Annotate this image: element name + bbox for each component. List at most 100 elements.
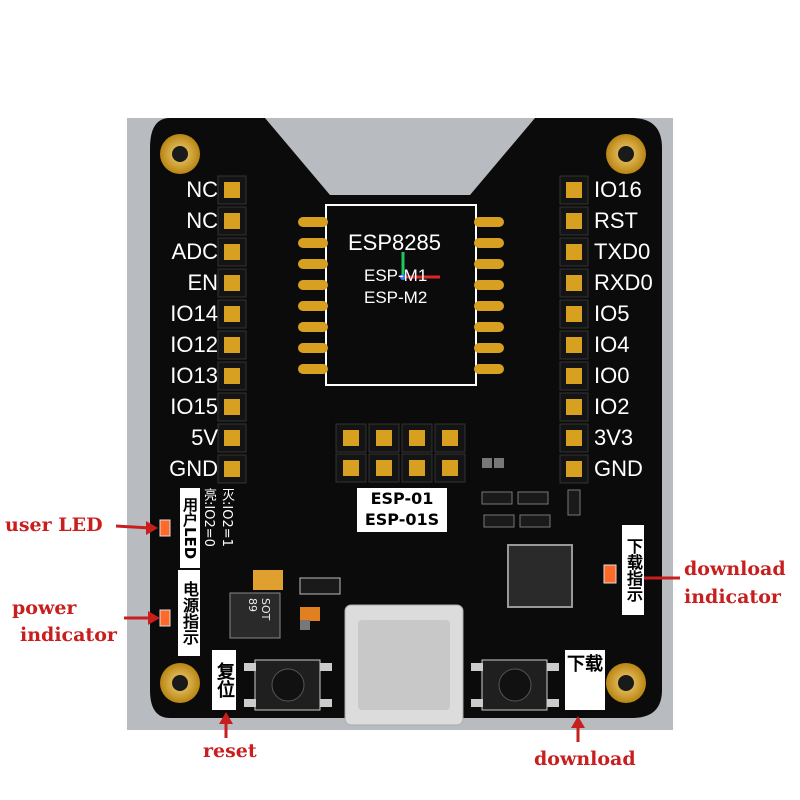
left-pin-label: 5V	[191, 425, 218, 450]
reset-button-silk: 复位	[212, 650, 236, 710]
right-pin-label: 3V3	[594, 425, 634, 450]
right-pin-label: IO2	[594, 394, 630, 419]
esp01-pin-pad	[409, 430, 425, 446]
usb-serial-chip	[507, 544, 573, 608]
callout-power-line1: power	[12, 597, 77, 619]
callout-power-line2: indicator	[20, 624, 117, 646]
left-pin	[217, 361, 247, 391]
mounting-hole-top-right	[606, 134, 646, 174]
esp01s-label: ESP-01S	[364, 510, 440, 529]
module-pad-left	[298, 301, 328, 311]
power-indicator-silk: 电源指示	[178, 570, 200, 656]
arrow-user-led	[115, 521, 158, 535]
esp01-pin-pad	[409, 460, 425, 476]
module-title: ESP8285	[348, 230, 441, 255]
module-pad-right	[474, 343, 504, 353]
left-pin-label: IO12	[170, 332, 218, 357]
arrow-reset	[219, 712, 233, 738]
right-pin-label: IO16	[594, 177, 642, 202]
esp01-pin-pad	[376, 460, 392, 476]
power-led	[159, 609, 171, 627]
right-pin	[559, 268, 589, 298]
right-pin-label: RXD0	[594, 270, 653, 295]
left-pin	[217, 206, 247, 236]
left-pin	[217, 423, 247, 453]
mounting-hole-top-left	[160, 134, 200, 174]
module-pad-left	[298, 217, 328, 227]
callout-download-indicator-line2: indicator	[684, 586, 781, 608]
left-pin	[217, 237, 247, 267]
mounting-hole-bottom-right	[606, 663, 646, 703]
module-pad-right	[474, 238, 504, 248]
callout-reset: reset	[203, 740, 257, 762]
user-led-silk: 用户LED	[180, 488, 200, 568]
right-pin	[559, 299, 589, 329]
ldo-regulator	[229, 592, 281, 639]
led-state-on: 亮:IO2=0	[201, 488, 216, 547]
download-button-graphic	[471, 659, 559, 711]
callout-download-indicator-line1: download	[684, 558, 786, 580]
module-pad-left	[298, 259, 328, 269]
module-subtitle-2: ESP-M2	[364, 288, 428, 307]
module-outline	[325, 204, 477, 386]
left-pin-label: IO14	[170, 301, 218, 326]
left-pin	[217, 299, 247, 329]
module-pad-right	[474, 364, 504, 374]
left-pin-label: ADC	[171, 239, 218, 264]
esp01-pin-pad	[442, 460, 458, 476]
module-pad-left	[298, 238, 328, 248]
module-pad-left	[298, 322, 328, 332]
module-pad-right	[474, 217, 504, 227]
arrow-download	[571, 716, 585, 742]
arrow-power	[124, 611, 160, 625]
left-pin	[217, 330, 247, 360]
left-pin-label: NC	[186, 177, 218, 202]
left-pin	[217, 175, 247, 205]
right-pin-label: IO0	[594, 363, 630, 388]
user-led	[159, 519, 171, 537]
esp01-label-box: ESP-01 ESP-01S	[357, 488, 447, 532]
left-pin	[217, 268, 247, 298]
module-pad-left	[298, 364, 328, 374]
esp01-pin-pad	[376, 430, 392, 446]
download-led	[603, 564, 617, 584]
right-pin	[559, 361, 589, 391]
esp01-header	[335, 423, 466, 483]
module-pad-right	[474, 322, 504, 332]
module-subtitle-1: ESP-M1	[364, 266, 428, 285]
right-pin	[559, 175, 589, 205]
left-pin-label: GND	[169, 456, 218, 481]
left-pin-label: NC	[186, 208, 218, 233]
right-pin-label: TXD0	[594, 239, 651, 264]
download-button-silk: 下载	[565, 650, 605, 710]
right-pin	[559, 237, 589, 267]
esp01-label: ESP-01	[370, 489, 434, 508]
left-pin	[217, 454, 247, 484]
right-pin-label: IO4	[594, 332, 630, 357]
module-pad-left	[298, 343, 328, 353]
left-pin-label: EN	[187, 270, 218, 295]
right-pin-label: RST	[594, 208, 638, 233]
right-pin	[559, 206, 589, 236]
esp01-pin-pad	[343, 460, 359, 476]
module-pad-right	[474, 259, 504, 269]
left-pin-header	[217, 175, 247, 484]
right-pin	[559, 454, 589, 484]
led-state-off: 灭:IO2=1	[219, 488, 234, 547]
callout-user-led: user LED	[5, 514, 103, 536]
ldo-marking: SOT 89	[246, 598, 272, 621]
right-pin-header	[559, 175, 589, 484]
right-pin-label: GND	[594, 456, 643, 481]
module-pad-left	[298, 280, 328, 290]
right-pin-label: IO5	[594, 301, 630, 326]
module-pad-right	[474, 280, 504, 290]
esp01-pin-pad	[343, 430, 359, 446]
right-pin	[559, 330, 589, 360]
module-pads	[298, 217, 504, 374]
esp01-pin-pad	[442, 430, 458, 446]
left-pin-label: IO15	[170, 394, 218, 419]
left-pin	[217, 392, 247, 422]
module-pad-right	[474, 301, 504, 311]
reset-button-graphic	[244, 659, 332, 711]
